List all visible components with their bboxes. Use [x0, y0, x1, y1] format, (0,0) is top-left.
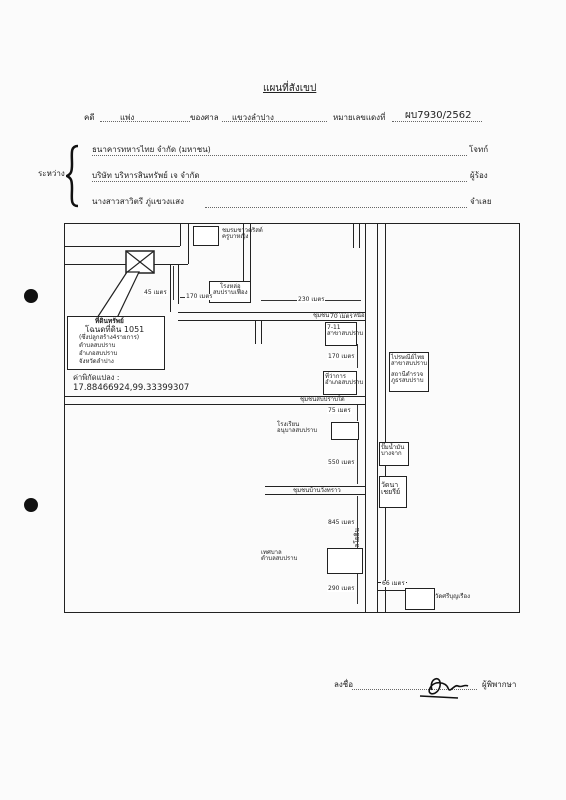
- dotline: [100, 121, 190, 122]
- municipal-box: [327, 548, 363, 574]
- road-edge: [250, 224, 251, 284]
- signature-role: ผู้พิพากษา: [482, 680, 517, 689]
- dotline: [352, 689, 477, 690]
- road-edge: [65, 396, 365, 397]
- place-police: สถานีตำรวจ ภูธรสบปราบ: [391, 371, 424, 385]
- road-edge: [170, 264, 171, 312]
- dotline: [205, 207, 467, 208]
- distance-arrow: [357, 574, 358, 604]
- dist-66: 66 เมตร: [381, 580, 406, 587]
- place-district: ที่ว่าการ อำเภอสบปราบ: [325, 373, 364, 387]
- dist-45: 45 เมตร: [143, 289, 168, 296]
- distance-arrow: [357, 344, 358, 368]
- ricemill-box: [209, 281, 251, 303]
- dist-230: 230 เมตร: [297, 296, 326, 303]
- dist-70: 70 เมตร: [329, 313, 354, 320]
- place-seven: 7-11 สาขาสบปราบ: [327, 324, 364, 338]
- map-frame: ชุมชนสบปราบเหนือ ถนนพหลโยธิน ชุมชนสบปราบ…: [64, 223, 520, 613]
- district-box: [323, 371, 357, 395]
- punch-hole-bottom: [24, 498, 38, 512]
- brace-icon: [66, 144, 79, 208]
- road-edge: [180, 224, 181, 246]
- place-temple2: วัดศรีบุญเรือง: [435, 593, 471, 600]
- road-edge: [178, 312, 365, 313]
- gas-box: [379, 442, 409, 466]
- road-edge: [178, 320, 365, 321]
- road-edge: [188, 224, 189, 264]
- party-3-name: นางสาวสาวิตรี ภู่แขวงแสง: [92, 197, 184, 206]
- road-chang-label: ชุมชนบ้านวังทราว: [293, 487, 341, 494]
- road-south-label: ชุมชนสบปราบใต้: [300, 396, 345, 403]
- road-edge: [265, 486, 365, 487]
- property-line-4: อำเภอสบปราบ: [79, 350, 118, 357]
- church-box: [193, 226, 219, 246]
- road-edge: [261, 320, 262, 344]
- dist-290: 290 เมตร: [327, 585, 356, 592]
- distance-arrow: [357, 405, 358, 421]
- place-school: โรงเรียน อนุบาลสบปราบ: [277, 421, 318, 435]
- road-edge: [359, 224, 360, 248]
- seven-box: [325, 322, 357, 346]
- road-edge: [243, 224, 244, 284]
- case-label: คดี: [84, 113, 95, 122]
- distance-arrow: [357, 440, 358, 484]
- road-edge: [385, 224, 386, 612]
- dist-550: 550 เมตร: [327, 459, 356, 466]
- party-3-role: จำเลย: [470, 197, 492, 206]
- property-title: ที่ดินทรัพย์: [95, 317, 124, 325]
- road-edge: [255, 320, 256, 344]
- property-line-2: (ซึ่งปลูกสร้าง4รายการ): [79, 334, 140, 341]
- dist-75: 75 เมตร: [327, 407, 352, 414]
- dist-845: 845 เมตร: [327, 519, 356, 526]
- property-line-1: โฉนดที่ดิน 1051: [85, 325, 145, 334]
- road-edge: [265, 494, 365, 495]
- signature-mark: [419, 678, 469, 699]
- dist-170b: 170 เมตร: [327, 353, 356, 360]
- property-line-3: ตำบลสบปราบ: [79, 342, 116, 349]
- dotline: [222, 121, 327, 122]
- dotline: [92, 181, 467, 182]
- party-2-name: บริษัท บริหารสินทรัพย์ เจ จำกัด: [92, 171, 200, 180]
- temple-box: [379, 476, 407, 508]
- place-municipal: เทศบาล ตำบลสบปราบ: [261, 549, 298, 563]
- road-edge: [65, 404, 365, 405]
- dotline: [392, 121, 482, 122]
- place-post: ไปรษณีย์ไทย สาขาสบปราบ: [391, 354, 428, 368]
- road-edge: [353, 224, 354, 248]
- road-edge: [365, 224, 366, 612]
- post-box: [389, 352, 429, 392]
- coords-label: ค่าพิกัดแปลง :: [73, 373, 120, 382]
- place-gas: ปั๊มน้ำมัน บางจาก: [381, 444, 405, 458]
- party-2-role: ผู้ร้อง: [470, 171, 488, 180]
- punch-hole-top: [24, 289, 38, 303]
- place-church: ชมรมชาวคริสต์ ครูบาหญิง: [222, 227, 263, 241]
- court-name: แขวงลำปาง: [232, 113, 274, 122]
- dotline: [92, 155, 467, 156]
- temple2-box: [405, 588, 435, 610]
- case-no-label: หมายเลขแดงที่: [333, 113, 386, 122]
- road-edge: [377, 224, 378, 612]
- coords-value: 17.88466924,99.33399307: [73, 383, 190, 393]
- place-temple: วัดนา เชยรีย์: [381, 481, 401, 497]
- school-box: [331, 422, 359, 440]
- property-line-5: จังหวัดลำปาง: [79, 358, 114, 365]
- page-title: แผนที่สังเขป: [263, 83, 317, 94]
- place-ricemill: โรงหล่อ สบปราบเฟื่อง: [213, 283, 248, 297]
- property-callout: [67, 316, 165, 370]
- property-parcel: [125, 250, 155, 274]
- distance-arrow: [173, 266, 174, 300]
- party-1-role: โจทก์: [469, 145, 489, 154]
- court-type: แพ่ง: [120, 113, 135, 122]
- road-edge: [65, 246, 180, 247]
- distance-arrow: [357, 496, 358, 548]
- case-number: ผบ7930/2562: [405, 110, 472, 121]
- party-1-name: ธนาคารทหารไทย จำกัด (มหาชน): [92, 145, 211, 154]
- road-edge: [377, 590, 407, 591]
- between-label: ระหว่าง: [38, 169, 65, 178]
- road-edge: [178, 264, 179, 304]
- court-label: ของศาล: [190, 113, 219, 122]
- signature-label: ลงชื่อ: [334, 680, 354, 689]
- dist-170a: 170 เมตร: [185, 293, 214, 300]
